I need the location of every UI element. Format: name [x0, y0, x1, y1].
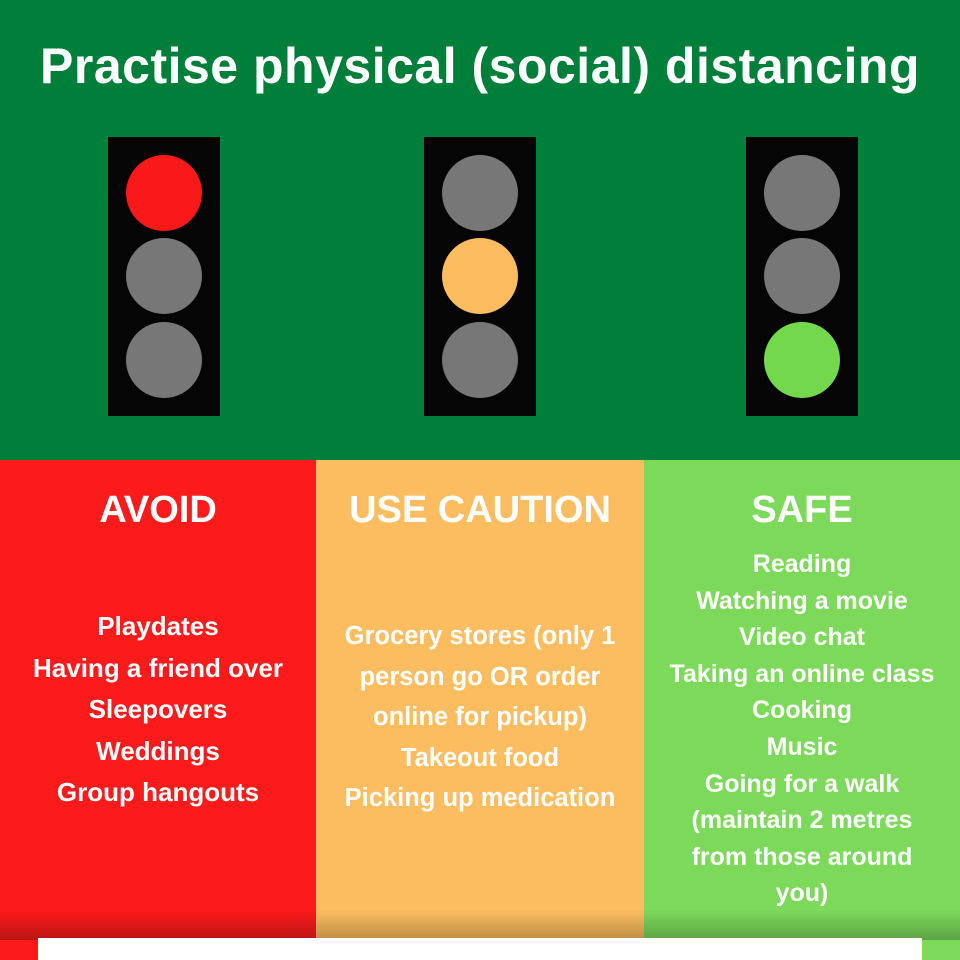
amber-traffic-light — [424, 137, 536, 416]
list-item: Reading — [752, 550, 852, 578]
header-banner: Practise physical (social) distancing — [0, 0, 960, 460]
use-caution-column: USE CAUTION Grocery stores (only 1 person… — [316, 460, 644, 960]
avoid-heading: AVOID — [99, 489, 217, 531]
top-lamp — [126, 155, 202, 231]
list-item: Sleepovers — [88, 694, 228, 724]
bottom-lamp — [764, 322, 840, 398]
list-item: Watching a movie — [696, 586, 908, 615]
list-item: Group hangouts — [56, 777, 260, 807]
list-item: Cooking — [752, 696, 852, 725]
list-item: Takeout food — [400, 743, 560, 772]
list-item: Video chat — [739, 623, 865, 652]
list-item: Playdates — [97, 611, 219, 641]
list-item: online for pickup) — [373, 703, 587, 731]
list-item: Grocery stores (only 1 — [344, 622, 616, 650]
top-lamp — [442, 155, 518, 231]
list-item: (maintain 2 metres — [691, 806, 913, 835]
middle-lamp — [442, 238, 518, 314]
list-item: Music — [766, 732, 838, 761]
panel-shadow — [0, 910, 960, 940]
page-title: Practise physical (social) distancing — [40, 38, 920, 94]
list-item: Picking up medication — [344, 784, 616, 812]
safe-heading: SAFE — [751, 489, 853, 531]
list-item: Going for a walk — [704, 769, 900, 798]
green-traffic-light — [746, 137, 858, 416]
bottom-lamp — [126, 322, 202, 398]
bottom-white-panel — [38, 938, 922, 960]
red-traffic-light — [108, 137, 220, 416]
middle-lamp — [764, 238, 840, 314]
list-item: you) — [775, 879, 829, 908]
list-item: from those around — [691, 842, 913, 871]
list-item: Weddings — [96, 735, 220, 766]
middle-lamp — [126, 238, 202, 314]
use-caution-list: Grocery stores (only 1 person go OR order… — [316, 616, 644, 819]
top-lamp — [764, 155, 840, 231]
list-item: Taking an online class — [669, 659, 935, 688]
bottom-lamp — [442, 322, 518, 398]
list-item: person go OR order — [359, 662, 601, 691]
list-item: Having a friend over — [33, 652, 283, 683]
use-caution-heading: USE CAUTION — [349, 489, 611, 531]
